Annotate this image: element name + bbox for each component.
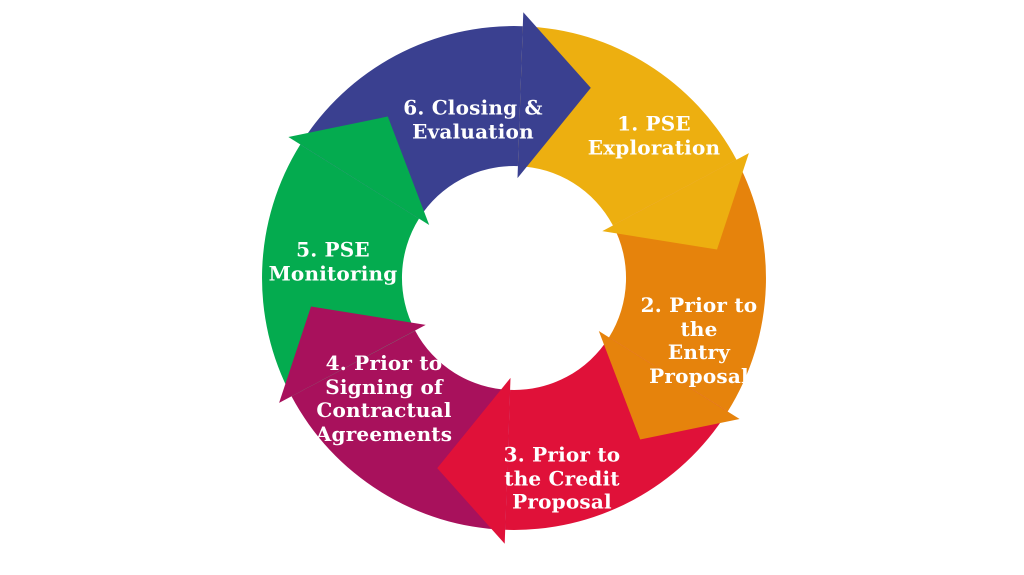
cycle-segment-arrowhead-2 xyxy=(598,331,740,440)
cycle-segment-arrowhead-4 xyxy=(279,306,426,403)
cycle-segment-arrowhead-3 xyxy=(437,377,511,544)
cycle-segment-arrowhead-6 xyxy=(517,12,591,179)
cycle-segment-arrowhead-5 xyxy=(288,116,430,225)
cycle-segment-arrowhead-1 xyxy=(602,153,749,250)
